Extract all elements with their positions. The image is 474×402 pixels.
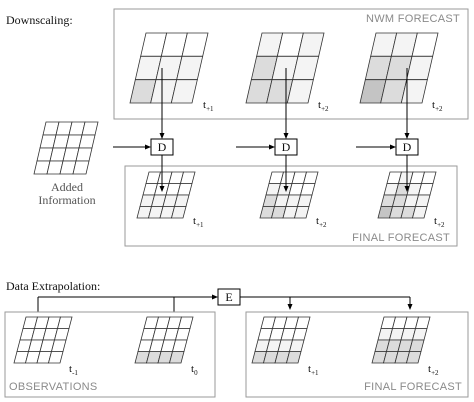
- nwm-time-label-1: t+1: [203, 99, 214, 113]
- grid-cell: [296, 194, 313, 207]
- grid-cell: [288, 339, 305, 352]
- final-top-grid-3: [377, 171, 437, 219]
- final-bottom-time-label-2: t+2: [428, 363, 439, 377]
- final-forecast-top-box: [124, 165, 458, 247]
- downscale-operator-label-1: D: [158, 140, 167, 154]
- extrapolation-connector: [37, 294, 413, 312]
- grid-cell: [411, 328, 428, 341]
- grid-cell: [405, 351, 422, 364]
- nwm-time-label-3: t+2: [432, 99, 443, 113]
- arrow-d2-to-final2: [283, 155, 289, 192]
- final-top-time-label-3: t+2: [434, 215, 445, 229]
- final-forecast-bottom-label: FINAL FORECAST: [364, 381, 462, 393]
- arrow-d3-to-final3: [404, 155, 410, 192]
- grid-cell: [285, 351, 302, 364]
- grid-cell: [179, 171, 196, 184]
- arrow-d1-to-final1: [159, 155, 165, 192]
- final-top-time-label-1: t+1: [193, 215, 204, 229]
- downscale-operator-label-3: D: [403, 140, 412, 154]
- grid-cell: [168, 351, 185, 364]
- nwm-grid-3: [359, 32, 439, 104]
- arrow-to-d2: [236, 144, 275, 150]
- final-top-grid-2: [259, 171, 319, 219]
- nwm-time-label-2: t+2: [318, 99, 329, 113]
- final-top-grid-1: [136, 171, 196, 219]
- grid-cell: [400, 79, 428, 104]
- observation-grid-1: [13, 316, 73, 364]
- final-bottom-time-label-1: t+1: [308, 363, 319, 377]
- downscaling-title: Downscaling:: [6, 13, 73, 27]
- downscale-operator-label-2: D: [282, 140, 291, 154]
- grid-cell: [75, 147, 93, 162]
- grid-cell: [170, 79, 198, 104]
- grid-cell: [174, 328, 191, 341]
- observation-grid-2: [134, 316, 194, 364]
- observation-time-label-1: t-1: [69, 363, 78, 377]
- grid-cell: [78, 134, 96, 149]
- arrow-to-d3: [356, 144, 396, 150]
- grid-cell: [408, 339, 425, 352]
- nwm-forecast-box: [113, 8, 469, 120]
- grid-cell: [420, 171, 437, 184]
- final-bottom-grid-2: [371, 316, 431, 364]
- added-information-label-line2: Information: [38, 193, 95, 207]
- arrow-info-to-d1: [113, 144, 151, 150]
- grid-cell: [411, 206, 428, 219]
- grid-cell: [170, 206, 187, 219]
- grid-cell: [293, 206, 310, 219]
- nwm-forecast-label: NWM FORECAST: [366, 13, 460, 25]
- added-information-grid: [33, 121, 99, 175]
- final-forecast-bottom-box: [245, 311, 469, 398]
- observations-box: [4, 311, 216, 398]
- added-information-label-line1: Added: [51, 180, 83, 194]
- grid-cell: [72, 160, 90, 175]
- grid-cell: [50, 339, 67, 352]
- grid-cell: [291, 328, 308, 341]
- nwm-grid-1: [129, 32, 209, 104]
- grid-cell: [414, 194, 431, 207]
- arrow-nwm3-to-d3: [404, 68, 410, 139]
- grid-cell: [56, 316, 73, 329]
- grid-cell: [414, 316, 431, 329]
- final-forecast-top-label: FINAL FORECAST: [352, 232, 450, 244]
- grid-cell: [177, 316, 194, 329]
- grid-cell: [417, 183, 434, 196]
- grid-cell: [294, 316, 311, 329]
- grid-cell: [53, 328, 70, 341]
- arrow-nwm2-to-d2: [283, 68, 289, 139]
- extrapolate-operator-label: E: [225, 290, 232, 304]
- observations-label: OBSERVATIONS: [9, 381, 98, 393]
- grid-cell: [171, 339, 188, 352]
- final-top-time-label-2: t+2: [316, 215, 327, 229]
- grid-cell: [286, 79, 314, 104]
- grid-cell: [176, 183, 193, 196]
- nwm-grid-2: [245, 32, 325, 104]
- final-bottom-grid-1: [251, 316, 311, 364]
- grid-cell: [302, 171, 319, 184]
- observation-time-label-2: t0: [191, 363, 198, 377]
- extrapolation-title: Data Extrapolation:: [6, 279, 100, 293]
- arrow-nwm1-to-d1: [159, 68, 165, 139]
- grid-cell: [173, 194, 190, 207]
- grid-cell: [81, 121, 99, 136]
- grid-cell: [47, 351, 64, 364]
- grid-cell: [299, 183, 316, 196]
